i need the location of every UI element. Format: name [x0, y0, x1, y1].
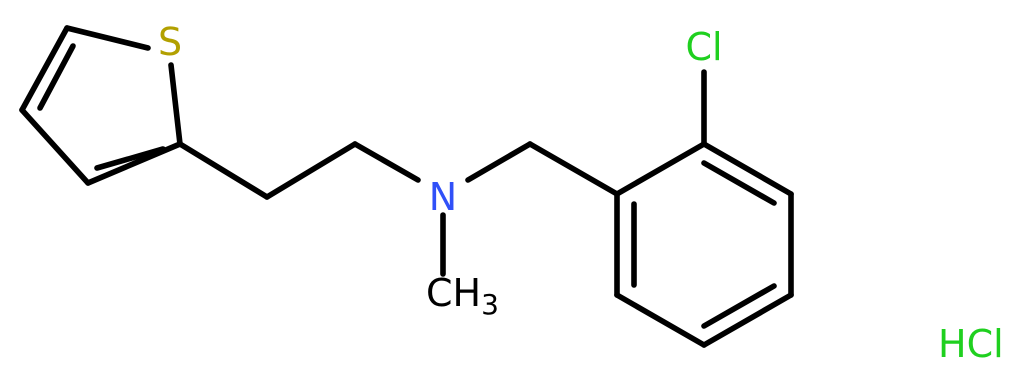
bond-benzyl-ring [527, 141, 620, 197]
bond-c3-c4 [19, 107, 91, 186]
bond-c2-c3-inner [94, 146, 166, 171]
bond-n-benzyl [465, 141, 533, 183]
methyl-subscript: 3 [481, 288, 499, 321]
bond-c5-s [64, 25, 151, 51]
bond-c2-ch2 [177, 141, 270, 200]
bond-c4-c5-inner [37, 43, 76, 111]
bond-ch2-n [352, 141, 421, 183]
bond-ring-2 [701, 141, 794, 197]
methyl-c-label: CH [426, 271, 481, 315]
atom-labels: S N Cl CH3 HCl [158, 20, 1004, 366]
bond-ring-4 [701, 292, 794, 348]
sulfur-label: S [158, 20, 182, 64]
bond-c4-c5 [19, 25, 70, 113]
nitrogen-label: N [429, 175, 457, 219]
bond-s-c2 [168, 62, 183, 147]
bond-ring-1 [614, 141, 707, 197]
methyl-label: CH3 [426, 271, 499, 321]
hcl-salt-label: HCl [938, 322, 1004, 366]
bonds [19, 25, 794, 348]
bond-c2-c3 [85, 141, 183, 186]
bond-ch2-ch2 [264, 141, 358, 200]
bond-ring-4-inner [701, 283, 777, 329]
bond-ring-2-inner [701, 160, 777, 206]
chlorine-label: Cl [685, 25, 722, 69]
bond-ring-5 [614, 292, 707, 348]
